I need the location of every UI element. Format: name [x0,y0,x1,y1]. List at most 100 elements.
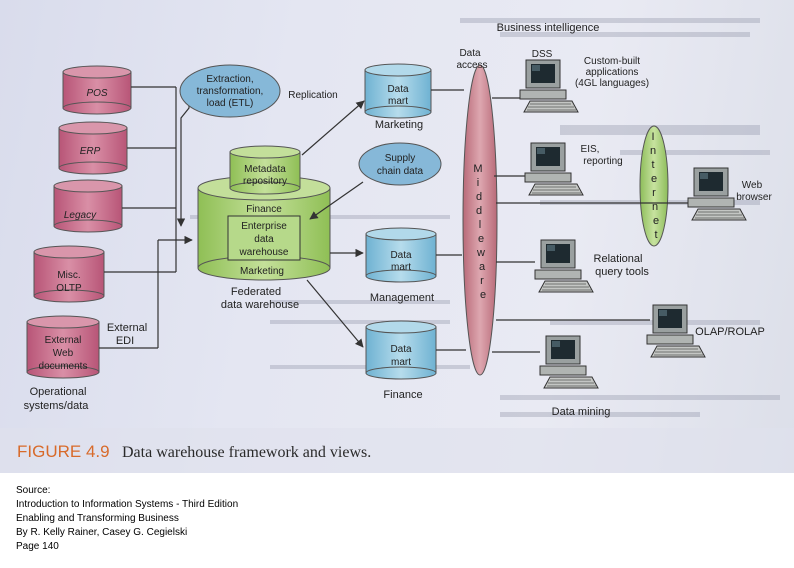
federated-warehouse-cylinder: Finance Enterprise data warehouse Market… [197,175,331,281]
source-line-3: Enabling and Transforming Business [16,513,179,524]
middleware-letter: r [480,275,484,287]
erp-label: ERP [80,146,101,157]
internet-letter: I [651,131,654,143]
dss-computer-icon [519,59,579,113]
eis-line-1: EIS, [581,144,600,155]
web-line-2: browser [736,192,772,203]
data-access-line-2: access [456,60,487,71]
internet-letter: n [652,201,658,213]
mart-2-line-1: Data [390,250,412,261]
misc-label: Misc. [57,270,80,281]
relational-line-1: Relational [594,253,643,265]
internet-letter: t [654,229,657,241]
warehouse-finance: Finance [246,204,282,215]
mart-2-line-2: mart [391,262,411,273]
supply-chain-line-2: chain data [377,166,424,177]
internet-letters: I n t e r n e t [650,131,659,241]
custom-line-1: Custom-built [584,56,640,67]
metadata-line-2: repository [243,176,287,187]
source-legacy-cylinder: Legacy [53,179,123,233]
internet-letter: r [652,187,656,199]
data-mining-label: Data mining [552,406,611,418]
legacy-label: Legacy [64,210,97,221]
web-label: Web [53,348,74,359]
book-page-photo: POS ERP Legacy Misc. OLTP External Web d… [0,0,794,473]
federated-caption-1: Federated [231,286,281,298]
source-external-web-cylinder: External Web documents [26,315,100,379]
source-line-4: By R. Kelly Rainer, Casey G. Cegielski [16,527,188,538]
source-line-5: Page 140 [16,541,59,552]
internet-letter: t [651,159,654,171]
custom-line-3: (4GL languages) [575,78,649,89]
middleware-letter: d [476,191,482,203]
mart-1-line-2: mart [388,96,408,107]
operational-caption-2: systems/data [24,400,90,412]
mart-1-caption: Marketing [375,119,423,131]
middleware-ellipse [462,64,498,376]
data-access-line-1: Data [459,48,481,59]
olap-label: OLAP/ROLAP [695,326,765,338]
data-mart-finance: Data mart [365,320,437,380]
metadata-repository-cylinder: Metadata repository [229,145,301,195]
data-warehouse-framework-diagram: POS ERP Legacy Misc. OLTP External Web d… [0,18,794,473]
data-mart-marketing: Data mart [364,63,432,119]
mart-2-caption: Management [370,292,434,304]
internet-ellipse [639,125,669,247]
web-line-1: Web [742,180,763,191]
data-mart-management: Data mart [365,227,437,283]
enterprise-line-1: Enterprise [241,221,287,232]
source-pos-cylinder: POS [62,65,132,115]
etl-line-1: Extraction, [206,74,253,85]
metadata-line-1: Metadata [244,164,286,175]
replication-label: Replication [288,90,337,101]
source-misc-oltp-cylinder: Misc. OLTP [33,245,105,303]
external-edi-1: External [107,322,147,334]
supply-chain-line-1: Supply [385,153,416,164]
relational-line-2: query tools [595,266,649,278]
warehouse-marketing: Marketing [240,266,284,277]
internet-letter: e [653,215,659,227]
documents-label: documents [39,361,88,372]
data-mining-computer-icon [539,335,599,389]
mart-3-line-2: mart [391,357,411,368]
internet-letter: n [650,145,656,157]
eis-computer-icon [524,142,584,196]
middleware-letter: e [478,233,484,245]
figure-title: Data warehouse framework and views. [122,444,371,461]
operational-caption-1: Operational [30,386,87,398]
external-label: External [45,335,82,346]
figure-number: FIGURE 4.9 [17,442,110,461]
etl-line-3: load (ETL) [207,98,254,109]
enterprise-line-3: warehouse [239,247,289,258]
source-erp-cylinder: ERP [58,121,128,175]
relational-query-computer-icon [534,239,594,293]
middleware-letter: l [479,219,481,231]
source-line-1: Source: [16,485,51,496]
mart-middleware-lines [431,89,466,351]
eis-line-2: reporting [583,156,622,167]
custom-line-2: applications [586,67,639,78]
middleware-letter: i [477,177,479,189]
oltp-label: OLTP [56,283,82,294]
middleware-letters: M i d d l e w a r e [473,163,486,301]
middleware-letter: a [479,261,486,273]
dss-label: DSS [532,49,553,60]
middleware-letter: w [476,247,485,259]
middleware-letter: M [473,163,482,175]
pos-label: POS [86,88,107,99]
mart-1-line-1: Data [387,84,409,95]
enterprise-line-2: data [254,234,274,245]
tool-connector-lines [492,97,690,353]
warehouse-arrows [301,100,365,348]
middleware-letter: d [476,205,482,217]
internet-letter: e [651,173,657,185]
etl-ellipse: Extraction, transformation, load (ETL) [179,64,281,118]
mart-3-caption: Finance [383,389,422,401]
middleware-letter: e [480,289,486,301]
supply-chain-ellipse: Supply chain data [358,142,442,186]
mart-3-line-1: Data [390,344,412,355]
federated-caption-2: data warehouse [221,299,299,311]
business-intelligence-label: Business intelligence [497,22,600,34]
etl-line-2: transformation, [197,86,264,97]
source-line-2: Introduction to Information Systems - Th… [16,499,239,510]
